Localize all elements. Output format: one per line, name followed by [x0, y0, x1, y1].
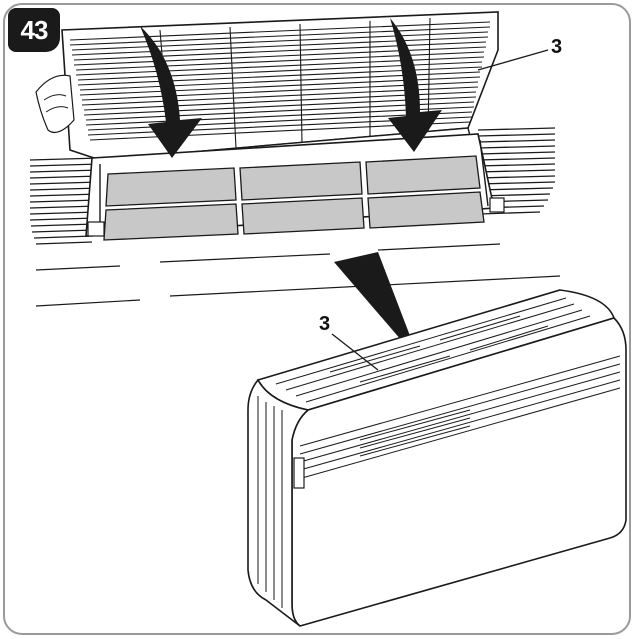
filter-panel: [367, 191, 485, 229]
hand-fingers: [43, 94, 69, 113]
filter-panel: [241, 197, 365, 235]
filter-panels: [103, 155, 485, 241]
callout-leader-bottom: [331, 333, 379, 371]
filter-panel: [103, 203, 239, 241]
step-number-badge: 43: [8, 8, 60, 52]
down-arrow-icon: [388, 18, 442, 152]
callout-label-filter: 3: [551, 36, 563, 58]
unit-grille-background: [29, 127, 556, 245]
callout-leader-top: [477, 49, 549, 71]
callout-label-grille: 3: [319, 313, 331, 335]
filter-panel: [105, 167, 237, 207]
down-arrow-icon: [140, 26, 202, 158]
hand-outline: [35, 74, 75, 133]
filter-panel: [365, 155, 481, 195]
zoom-pointer-icon: [334, 252, 420, 362]
filter-panel: [239, 161, 363, 201]
closed-unit: [247, 289, 627, 627]
